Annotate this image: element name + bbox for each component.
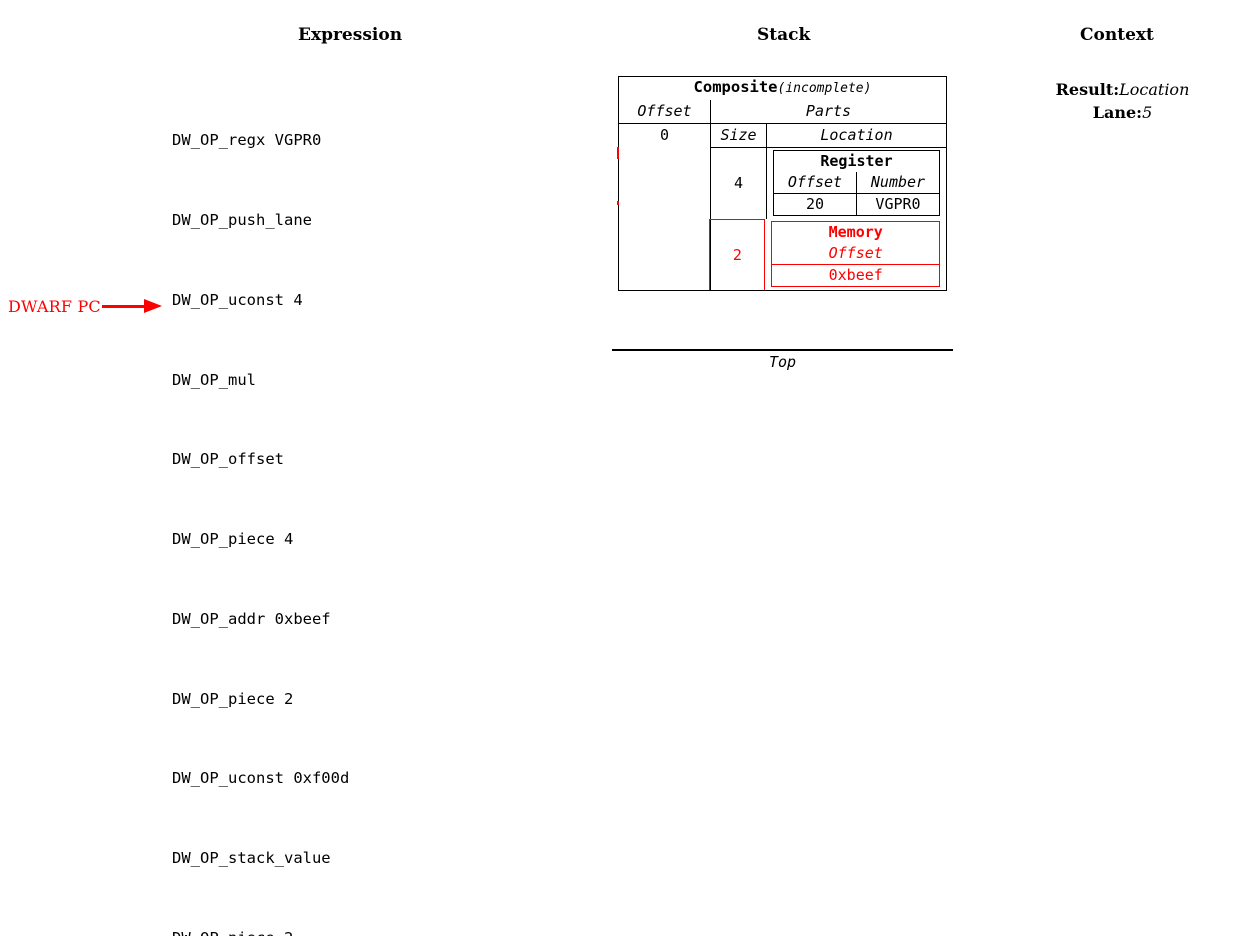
column-title-context: Context <box>1080 25 1154 45</box>
location-field-headers: Offset Number <box>774 171 939 193</box>
location-field-header: Offset <box>828 243 883 262</box>
column-title-stack: Stack <box>757 25 811 45</box>
location-field-value: VGPR0 <box>856 193 939 215</box>
part-location-cell: Register Offset Number 20 VGPR0 <box>767 148 946 219</box>
expression-operation: DW_OP_uconst 4 <box>172 290 303 309</box>
expression-operation: DW_OP_piece 4 <box>172 530 294 549</box>
context-value: Location <box>1119 80 1190 99</box>
expression-operation: DW_OP_mul <box>172 370 256 389</box>
location-field-values: 0xbeef <box>772 263 939 286</box>
column-title-expression: Expression <box>298 25 403 45</box>
expression-operation: DW_OP_piece 2 <box>172 689 294 708</box>
location-field-header: Number <box>856 171 939 193</box>
stack-top-label: Top <box>768 353 797 371</box>
expression-operation-current: DW_OP_uconst 0xf00d <box>172 769 350 788</box>
stack-part-row: 4 Register Offset Number 20 VGPR0 <box>711 147 946 219</box>
context-row-result: Result:Location <box>1035 78 1210 101</box>
stack-part-row-current: 2 Memory Offset 0xbeef <box>709 218 946 290</box>
location-kind-label: Register <box>820 151 893 170</box>
part-location-cell: Memory Offset 0xbeef <box>765 219 946 290</box>
context-row-lane: Lane:5 <box>1035 101 1210 124</box>
context-value: 5 <box>1142 103 1153 122</box>
part-size-value: 2 <box>709 218 766 290</box>
stack-bottom-rule <box>612 349 953 351</box>
location-field-values: 20 VGPR0 <box>774 192 939 215</box>
location-memory-box: Memory Offset 0xbeef <box>771 220 940 287</box>
offset-value: 0 <box>659 125 670 144</box>
location-field-value: 0xbeef <box>828 265 883 284</box>
offset-column: Offset 0 <box>617 99 711 290</box>
composite-kind-label: Composite <box>693 78 778 96</box>
offset-column-filler <box>617 146 710 290</box>
expression-operation: DW_OP_stack_value <box>172 849 331 868</box>
stack-entry-composite: Composite(incomplete) Offset 0 Parts Siz… <box>617 76 947 291</box>
composite-header: Composite(incomplete) <box>619 77 946 100</box>
dwarf-pc-marker: DWARF PC <box>8 297 164 316</box>
dwarf-pc-label: DWARF PC <box>8 297 101 316</box>
location-field-headers: Offset <box>772 243 939 264</box>
arrow-right-icon <box>101 299 164 313</box>
context-key: Lane: <box>1092 103 1143 122</box>
expression-operation: DW_OP_addr 0xbeef <box>172 609 331 628</box>
size-column-header: Size <box>711 123 767 147</box>
location-field-header: Offset <box>787 172 843 191</box>
context-key: Result: <box>1055 80 1120 99</box>
location-column-header: Location <box>820 125 893 144</box>
composite-body: Offset 0 Parts Size Location 4 Register <box>617 99 946 290</box>
expression-operation: DW_OP_piece 2 <box>172 925 349 936</box>
composite-qualifier-label: (incomplete) <box>777 81 872 96</box>
highlight-tick <box>617 200 619 205</box>
parts-column: Parts Size Location 4 Register Offset Nu… <box>709 100 946 290</box>
expression-operation: DW_OP_push_lane <box>172 210 312 229</box>
expression-operation: DW_OP_regx VGPR0 <box>172 131 322 150</box>
parts-subheader-row: Size Location <box>711 122 946 148</box>
offset-column-header: Offset <box>619 100 710 124</box>
location-field-value: 20 <box>805 194 825 213</box>
location-kind-label: Memory <box>828 222 883 241</box>
location-register-box: Register Offset Number 20 VGPR0 <box>773 149 940 216</box>
expression-operation: DW_OP_offset <box>172 450 284 469</box>
part-size-value: 4 <box>711 147 767 219</box>
context-block: Result:Location Lane:5 <box>1035 78 1210 124</box>
parts-column-header: Parts <box>805 101 852 120</box>
expression-operation-list: DW_OP_regx VGPR0 DW_OP_push_lane DW_OP_u… <box>172 74 349 936</box>
highlight-tick <box>617 146 619 159</box>
